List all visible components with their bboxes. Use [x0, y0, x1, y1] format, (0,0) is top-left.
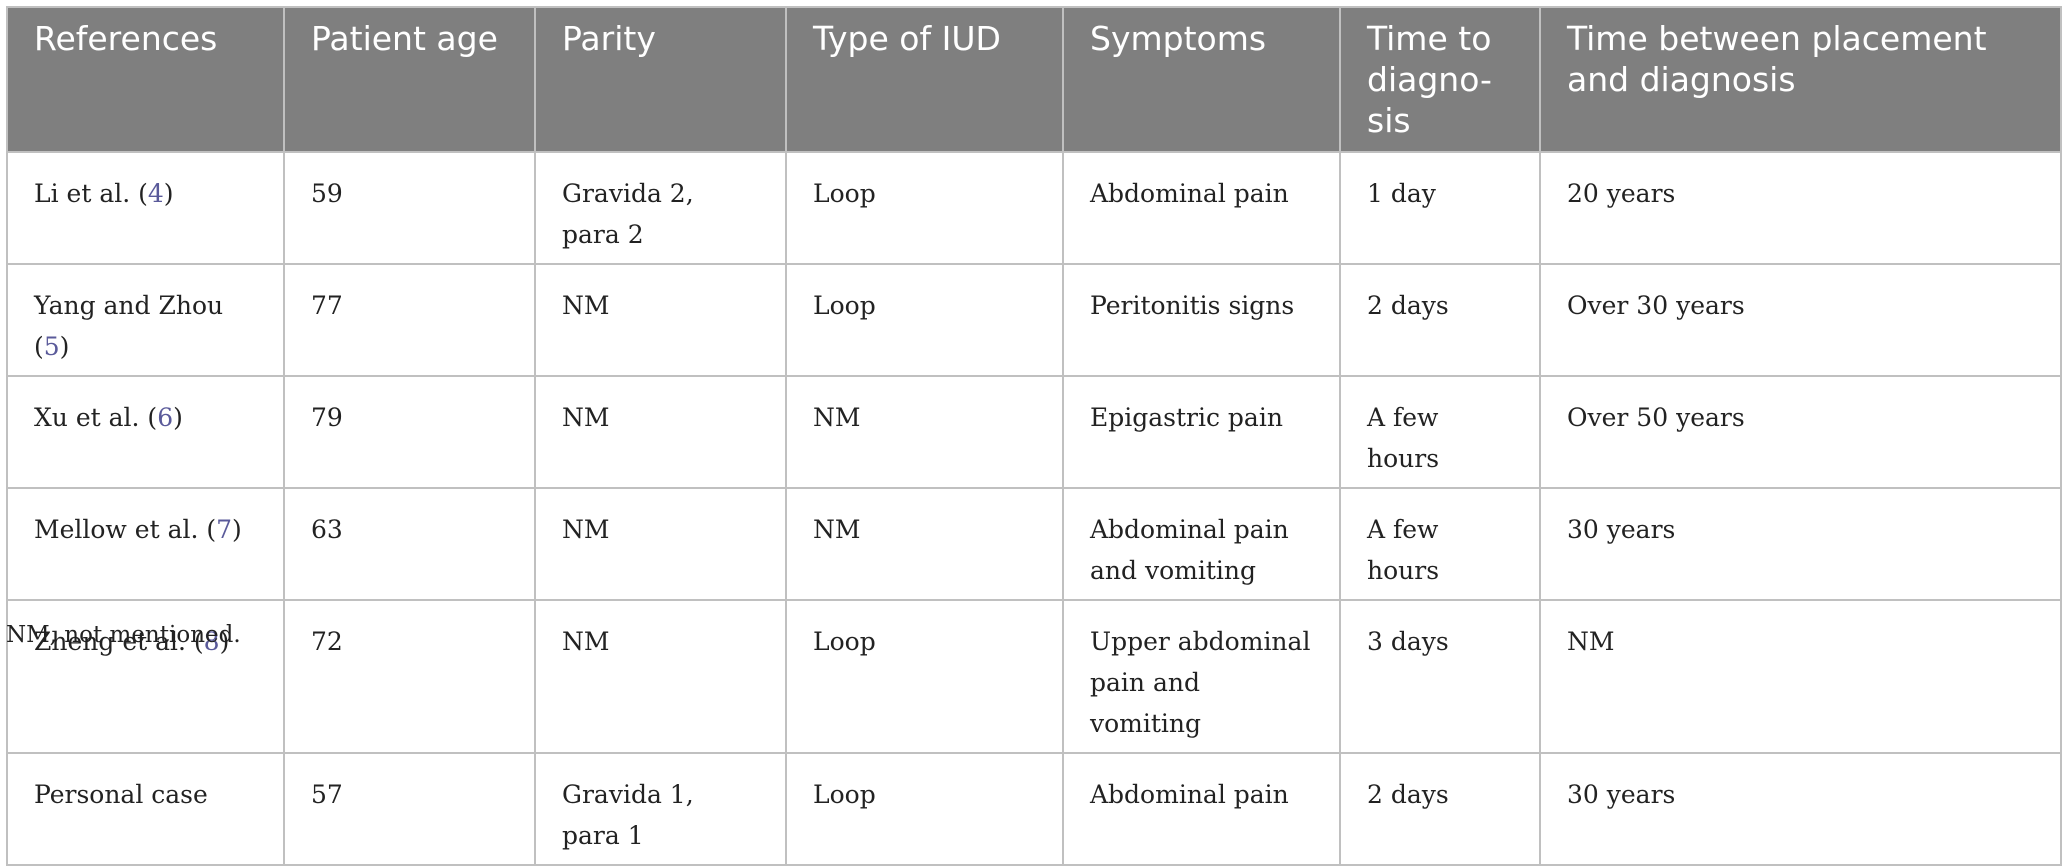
reference-link[interactable]: 7: [216, 515, 233, 544]
reference-link[interactable]: 8: [203, 627, 220, 656]
table-row: Yang and Zhou (5) 77 NM Loop Peritonitis…: [6, 263, 2062, 377]
reference-text: Mellow et al. (: [34, 515, 217, 544]
reference-text: Personal case: [34, 780, 208, 809]
cell-type-of-iud: Loop: [785, 752, 1064, 866]
table-row: Zheng et al. (8) 72 NM Loop Upper abdomi…: [6, 599, 2062, 754]
symptoms-line: Abdominal pain: [1090, 780, 1289, 809]
cell-time-between: 30 years: [1539, 487, 2062, 601]
cell-patient-age: 79: [283, 375, 536, 489]
cell-type-of-iud: Loop: [785, 599, 1064, 754]
cell-symptoms: Epigastric pain: [1062, 375, 1341, 489]
header-time-between-line: Time between placement: [1567, 19, 1987, 58]
table-row: Personal case 57 Gravida 1, para 1 Loop …: [6, 752, 2062, 866]
header-parity: Parity: [534, 6, 787, 153]
header-time-to-diagnosis: Time to diagno- sis: [1339, 6, 1541, 153]
cell-time-to-diagnosis: 3 days: [1339, 599, 1541, 754]
header-symptoms: Symptoms: [1062, 6, 1341, 153]
symptoms-line: Upper abdominal: [1090, 627, 1311, 656]
reference-close: ): [59, 332, 70, 361]
cell-patient-age: 77: [283, 263, 536, 377]
table-row: Mellow et al. (7) 63 NM NM Abdominal pai…: [6, 487, 2062, 601]
header-time-to-diagnosis-line: Time to: [1367, 19, 1492, 58]
cell-reference: Li et al. (4): [6, 151, 285, 265]
cell-type-of-iud: NM: [785, 487, 1064, 601]
case-comparison-table: References Patient age Parity Type of IU…: [6, 6, 2062, 866]
cell-time-to-diagnosis: A few hours: [1339, 487, 1541, 601]
cell-patient-age: 57: [283, 752, 536, 866]
cell-patient-age: 63: [283, 487, 536, 601]
cell-time-to-diagnosis: 2 days: [1339, 263, 1541, 377]
cell-reference: Mellow et al. (7): [6, 487, 285, 601]
cell-symptoms: Abdominal pain: [1062, 151, 1341, 265]
header-references: References: [6, 6, 285, 153]
symptoms-line: Epigastric pain: [1090, 403, 1283, 432]
reference-text: Zheng et al. (: [34, 627, 204, 656]
header-type-of-iud: Type of IUD: [785, 6, 1064, 153]
symptoms-line: Abdominal pain: [1090, 179, 1289, 208]
header-time-to-diagnosis-line: sis: [1367, 101, 1411, 140]
reference-text: Yang and Zhou (: [34, 291, 224, 361]
reference-link[interactable]: 5: [43, 332, 60, 361]
reference-link[interactable]: 4: [147, 179, 164, 208]
cell-time-between: 20 years: [1539, 151, 2062, 265]
cell-reference: Yang and Zhou (5): [6, 263, 285, 377]
reference-text: Li et al. (: [34, 179, 148, 208]
symptoms-line: Peritonitis signs: [1090, 291, 1295, 320]
cell-patient-age: 59: [283, 151, 536, 265]
cell-symptoms: Abdominal pain and vomiting: [1062, 487, 1341, 601]
comparison-table-container: References Patient age Parity Type of IU…: [6, 6, 2062, 866]
reference-link[interactable]: 6: [157, 403, 174, 432]
cell-parity: NM: [534, 263, 787, 377]
header-time-to-diagnosis-line: diagno-: [1367, 60, 1492, 99]
reference-close: ): [232, 515, 242, 544]
cell-type-of-iud: NM: [785, 375, 1064, 489]
reference-text: Xu et al. (: [34, 403, 158, 432]
cell-parity: NM: [534, 599, 787, 754]
reference-close: ): [219, 627, 230, 656]
cell-time-between: Over 50 years: [1539, 375, 2062, 489]
header-time-between-placement-and-diagnosis: Time between placement and diagnosis: [1539, 6, 2062, 153]
symptoms-line: and vomiting: [1090, 556, 1256, 585]
cell-reference: Personal case: [6, 752, 285, 866]
cell-type-of-iud: Loop: [785, 263, 1064, 377]
reference-close: ): [163, 179, 174, 208]
symptoms-line: Abdominal pain: [1090, 515, 1289, 544]
header-time-between-line: and diagnosis: [1567, 60, 1796, 99]
cell-parity: Gravida 2, para 2: [534, 151, 787, 265]
table-header-row: References Patient age Parity Type of IU…: [6, 6, 2062, 153]
cell-type-of-iud: Loop: [785, 151, 1064, 265]
cell-time-to-diagnosis: A few hours: [1339, 375, 1541, 489]
cell-parity: Gravida 1, para 1: [534, 752, 787, 866]
table-footnote: NM, not mentioned.: [6, 622, 241, 648]
table-row: Li et al. (4) 59 Gravida 2, para 2 Loop …: [6, 151, 2062, 265]
cell-symptoms: Upper abdominal pain and vomiting: [1062, 599, 1341, 754]
cell-time-between: NM: [1539, 599, 2062, 754]
cell-patient-age: 72: [283, 599, 536, 754]
symptoms-line: pain and vomiting: [1090, 668, 1202, 738]
table-row: Xu et al. (6) 79 NM NM Epigastric pain A…: [6, 375, 2062, 489]
header-patient-age: Patient age: [283, 6, 536, 153]
reference-close: ): [173, 403, 183, 432]
cell-time-to-diagnosis: 1 day: [1339, 151, 1541, 265]
cell-time-to-diagnosis: 2 days: [1339, 752, 1541, 866]
cell-reference: Xu et al. (6): [6, 375, 285, 489]
cell-symptoms: Peritonitis signs: [1062, 263, 1341, 377]
cell-parity: NM: [534, 487, 787, 601]
cell-time-between: Over 30 years: [1539, 263, 2062, 377]
cell-parity: NM: [534, 375, 787, 489]
cell-time-between: 30 years: [1539, 752, 2062, 866]
cell-symptoms: Abdominal pain: [1062, 752, 1341, 866]
